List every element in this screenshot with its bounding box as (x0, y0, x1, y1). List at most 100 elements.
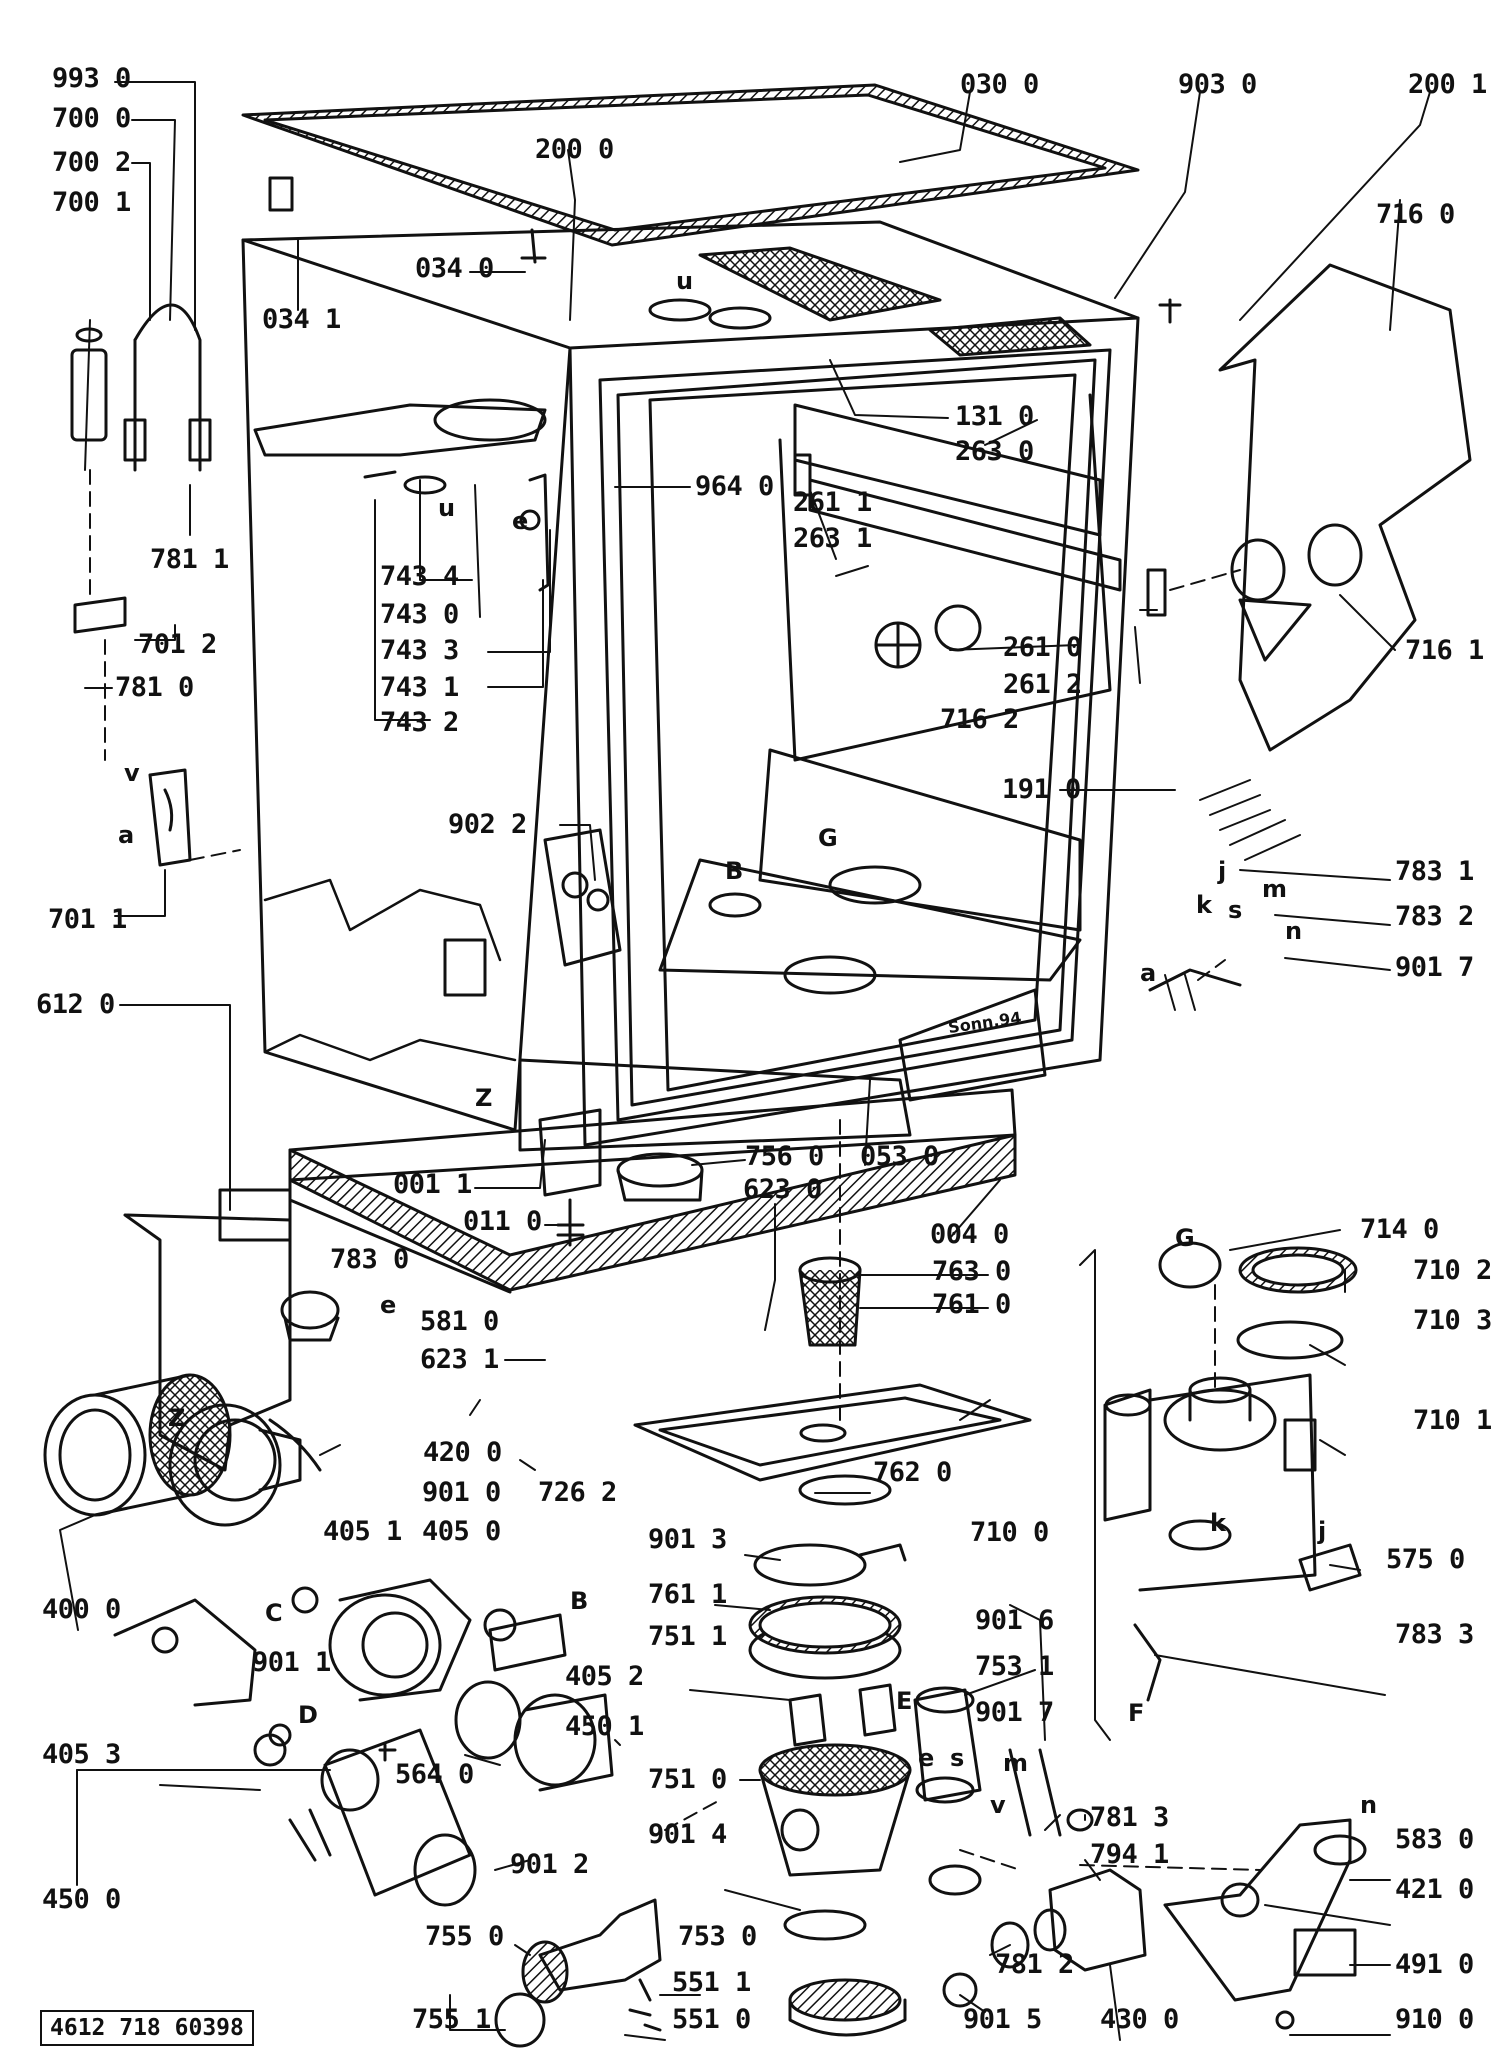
heater-450 (288, 1728, 477, 1907)
part-label-612-0: 612 0 (36, 989, 115, 1020)
part-label-901-7a: 901 7 (1395, 952, 1474, 983)
part-label-710-2: 710 2 (1413, 1255, 1492, 1286)
hose-assembly-left (70, 303, 212, 867)
letter-k-harness: k (1196, 891, 1212, 919)
part-label-405-1: 405 1 (323, 1516, 402, 1547)
part-label-761-1: 761 1 (648, 1579, 727, 1610)
part-label-191-0: 191 0 (1002, 774, 1081, 805)
part-label-761-0: 761 0 (932, 1289, 1011, 1320)
part-label-710-1: 710 1 (1413, 1405, 1492, 1436)
part-label-034-0: 034 0 (415, 253, 494, 284)
part-label-743-3: 743 3 (380, 635, 459, 666)
part-label-751-1: 751 1 (648, 1621, 727, 1652)
part-label-400-0: 400 0 (42, 1594, 121, 1625)
part-label-034-1: 034 1 (262, 304, 341, 335)
part-label-783-3: 783 3 (1395, 1619, 1474, 1650)
part-label-755-1: 755 1 (412, 2004, 491, 2035)
letter-s-harness: s (1228, 896, 1243, 924)
motor-400 (43, 1373, 302, 1707)
letter-u-top: u (676, 267, 694, 295)
part-label-261-1: 261 1 (793, 487, 872, 518)
letter-g-softener: G (1175, 1224, 1195, 1252)
part-label-405-0: 405 0 (422, 1516, 501, 1547)
water-softener-710 (1079, 1241, 1362, 1741)
part-label-781-1: 781 1 (150, 544, 229, 575)
part-label-564-0: 564 0 (395, 1759, 474, 1790)
letter-m-sensor: m (1003, 1749, 1029, 1777)
part-label-623-0: 623 0 (743, 1174, 822, 1205)
part-label-901-4: 901 4 (648, 1819, 727, 1850)
part-label-450-1: 450 1 (565, 1711, 644, 1742)
letter-j-harness: j (1218, 857, 1227, 885)
part-label-131-0: 131 0 (955, 401, 1034, 432)
part-label-910-0: 910 0 (1395, 2004, 1474, 2035)
part-label-901-1: 901 1 (252, 1647, 331, 1678)
letter-s-sensor: s (950, 1744, 965, 1772)
part-label-743-2: 743 2 (380, 707, 459, 738)
letter-z-bracket: Z (168, 1404, 186, 1432)
letter-e-panel: e (512, 507, 529, 535)
part-label-263-0: 263 0 (955, 436, 1034, 467)
letter-n-harness: n (1285, 917, 1303, 945)
letter-v-left: v (124, 759, 140, 787)
letter-a-harness: a (1140, 959, 1157, 987)
part-label-726-2: 726 2 (538, 1477, 617, 1508)
part-label-430-0: 430 0 (1100, 2004, 1179, 2035)
part-label-710-0: 710 0 (970, 1517, 1049, 1548)
part-label-781-0: 781 0 (115, 672, 194, 703)
part-label-901-0: 901 0 (422, 1477, 501, 1508)
document-code: 4612 718 60398 (40, 2010, 254, 2046)
pump-405 (253, 1578, 614, 1792)
part-label-575-0: 575 0 (1386, 1544, 1465, 1575)
part-label-700-1: 700 1 (52, 187, 131, 218)
part-label-491-0: 491 0 (1395, 1949, 1474, 1980)
part-label-030-0: 030 0 (960, 69, 1039, 100)
part-label-551-0: 551 0 (672, 2004, 751, 2035)
letter-u-left: u (438, 494, 456, 522)
part-label-583-0: 583 0 (1395, 1824, 1474, 1855)
worktop-030 (241, 83, 1140, 247)
part-label-405-2: 405 2 (565, 1661, 644, 1692)
letter-k-softener: k (1210, 1509, 1226, 1537)
part-label-263-1: 263 1 (793, 523, 872, 554)
letter-e-bracket: e (380, 1291, 397, 1319)
part-label-903-0: 903 0 (1178, 69, 1257, 100)
part-label-755-0: 755 0 (425, 1921, 504, 1952)
part-label-901-5: 901 5 (963, 2004, 1042, 2035)
letter-e-sump: E (896, 1687, 913, 1715)
part-label-261-0: 261 0 (1003, 632, 1082, 663)
letter-c-pump: C (265, 1599, 283, 1627)
part-label-700-0: 700 0 (52, 103, 131, 134)
part-label-701-1: 701 1 (48, 904, 127, 935)
letter-a-left: a (118, 821, 135, 849)
part-label-743-0: 743 0 (380, 599, 459, 630)
letter-n-bracket: n (1360, 1791, 1378, 1819)
letter-b-basin: B (725, 857, 744, 885)
part-label-623-1: 623 1 (420, 1344, 499, 1375)
part-label-200-1: 200 1 (1408, 69, 1487, 100)
letter-z-frame: Z (475, 1084, 493, 1112)
sump-filter (494, 1256, 1032, 2048)
part-label-901-7b: 901 7 (975, 1697, 1054, 1728)
letter-b-hose: B (570, 1587, 589, 1615)
part-label-261-2: 261 2 (1003, 669, 1082, 700)
part-label-716-0: 716 0 (1376, 199, 1455, 230)
part-label-581-0: 581 0 (420, 1306, 499, 1337)
part-label-794-1: 794 1 (1090, 1839, 1169, 1870)
part-label-751-0: 751 0 (648, 1764, 727, 1795)
part-label-716-1: 716 1 (1405, 635, 1484, 666)
letter-d-pump: D (298, 1701, 318, 1729)
leader-lines (59, 81, 1431, 2041)
part-label-753-1: 753 1 (975, 1651, 1054, 1682)
part-label-001-1: 001 1 (393, 1169, 472, 1200)
part-label-783-1: 783 1 (1395, 856, 1474, 887)
part-label-743-1: 743 1 (380, 672, 459, 703)
part-label-421-0: 421 0 (1395, 1874, 1474, 1905)
cabinet (241, 176, 1182, 1294)
part-label-901-6: 901 6 (975, 1605, 1054, 1636)
assembly-guide-lines (89, 469, 1261, 1871)
part-label-762-0: 762 0 (873, 1457, 952, 1488)
part-label-450-0: 450 0 (42, 1884, 121, 1915)
